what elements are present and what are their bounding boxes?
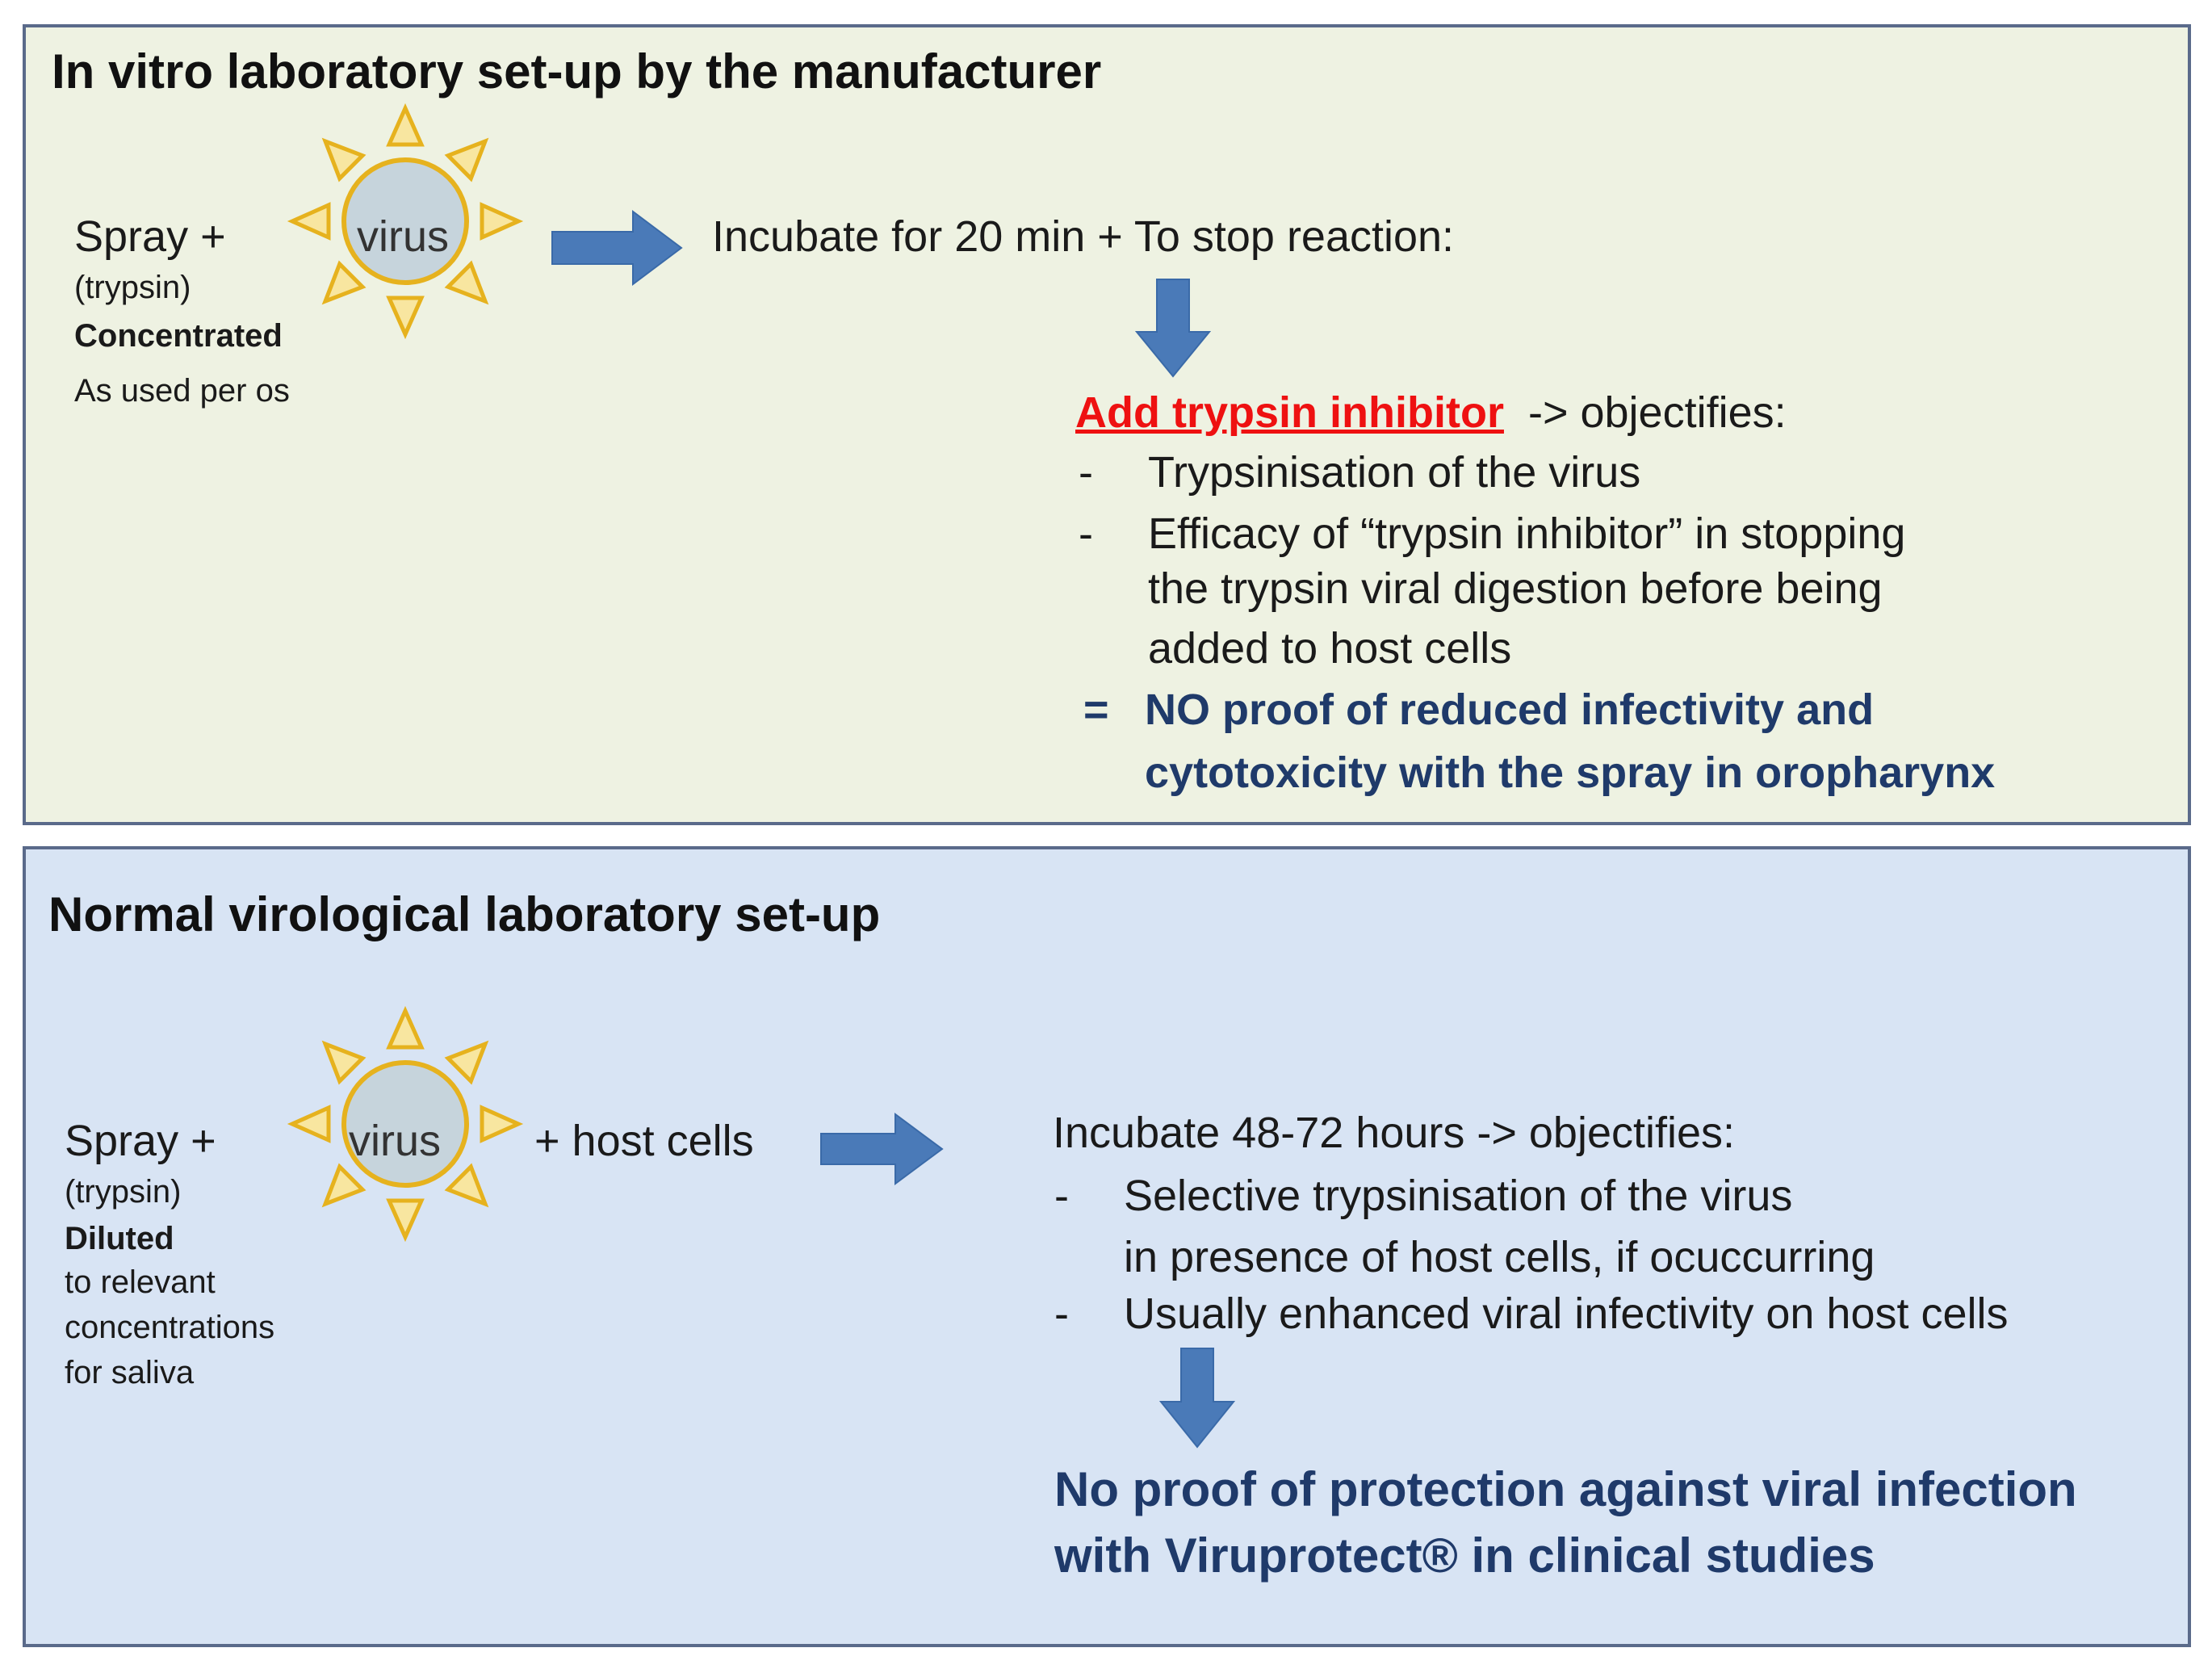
bullet-dash: - xyxy=(1079,509,1093,558)
down-arrow-icon xyxy=(1134,279,1212,378)
conclusion-line: NO proof of reduced infectivity and xyxy=(1145,686,1875,734)
trypsin-label: (trypsin) xyxy=(65,1174,182,1210)
inhibitor-line: Add trypsin inhibitor -> objectifies: xyxy=(1075,388,1787,438)
bullet-dash: - xyxy=(1079,448,1093,497)
dilution-label: Diluted xyxy=(65,1221,174,1256)
panel-title: In vitro laboratory set-up by the manufa… xyxy=(52,44,1102,99)
incubate-text: Incubate for 20 min + To stop reaction: xyxy=(712,212,1455,261)
trypsin-label: (trypsin) xyxy=(74,270,191,305)
bullet-line: Efficacy of “trypsin inhibitor” in stopp… xyxy=(1148,509,1906,558)
virological-setup-panel: Normal virological laboratory set-up Spr… xyxy=(23,846,2191,1647)
bullet-dash: - xyxy=(1054,1289,1069,1338)
incubate-text: Incubate 48-72 hours -> objectifies: xyxy=(1053,1109,1736,1157)
down-arrow-icon xyxy=(1158,1348,1236,1449)
bullet-dash: - xyxy=(1054,1172,1069,1220)
inhibitor-label: Add trypsin inhibitor xyxy=(1075,388,1504,437)
host-cells-label: + host cells xyxy=(534,1117,754,1165)
dilution-line: concentrations xyxy=(65,1310,275,1345)
virus-sun-icon xyxy=(287,103,524,340)
usage-label: As used per os xyxy=(74,373,290,409)
concentration-label: Concentrated xyxy=(74,318,283,354)
dilution-line: for saliva xyxy=(65,1355,195,1390)
bullet-line: Selective trypsinisation of the virus xyxy=(1124,1172,1793,1220)
conclusion-symbol: = xyxy=(1083,686,1109,734)
virus-sun-icon xyxy=(287,1005,524,1243)
manufacturer-setup-panel: In vitro laboratory set-up by the manufa… xyxy=(23,24,2191,825)
bullet-line: Trypsinisation of the virus xyxy=(1148,448,1641,497)
conclusion-line: cytotoxicity with the spray in oropharyn… xyxy=(1145,748,1996,797)
right-arrow-icon xyxy=(820,1113,944,1185)
spray-label: Spray + xyxy=(65,1117,216,1165)
panel-title: Normal virological laboratory set-up xyxy=(48,887,881,941)
conclusion-line: No proof of protection against viral inf… xyxy=(1054,1462,2077,1516)
conclusion-line: with Viruprotect® in clinical studies xyxy=(1054,1528,1875,1583)
bullet-line: in presence of host cells, if ocuccurrin… xyxy=(1124,1233,1875,1281)
bullet-line: added to host cells xyxy=(1148,624,1512,673)
virus-label: virus xyxy=(349,1117,442,1165)
bullet-line: the trypsin viral digestion before being xyxy=(1148,564,1883,613)
objectifies-label: -> objectifies: xyxy=(1503,388,1787,437)
right-arrow-icon xyxy=(551,210,683,286)
dilution-line: to relevant xyxy=(65,1264,216,1300)
virus-label: virus xyxy=(357,212,450,261)
spray-label: Spray + xyxy=(74,212,226,261)
bullet-line: Usually enhanced viral infectivity on ho… xyxy=(1124,1289,2009,1338)
